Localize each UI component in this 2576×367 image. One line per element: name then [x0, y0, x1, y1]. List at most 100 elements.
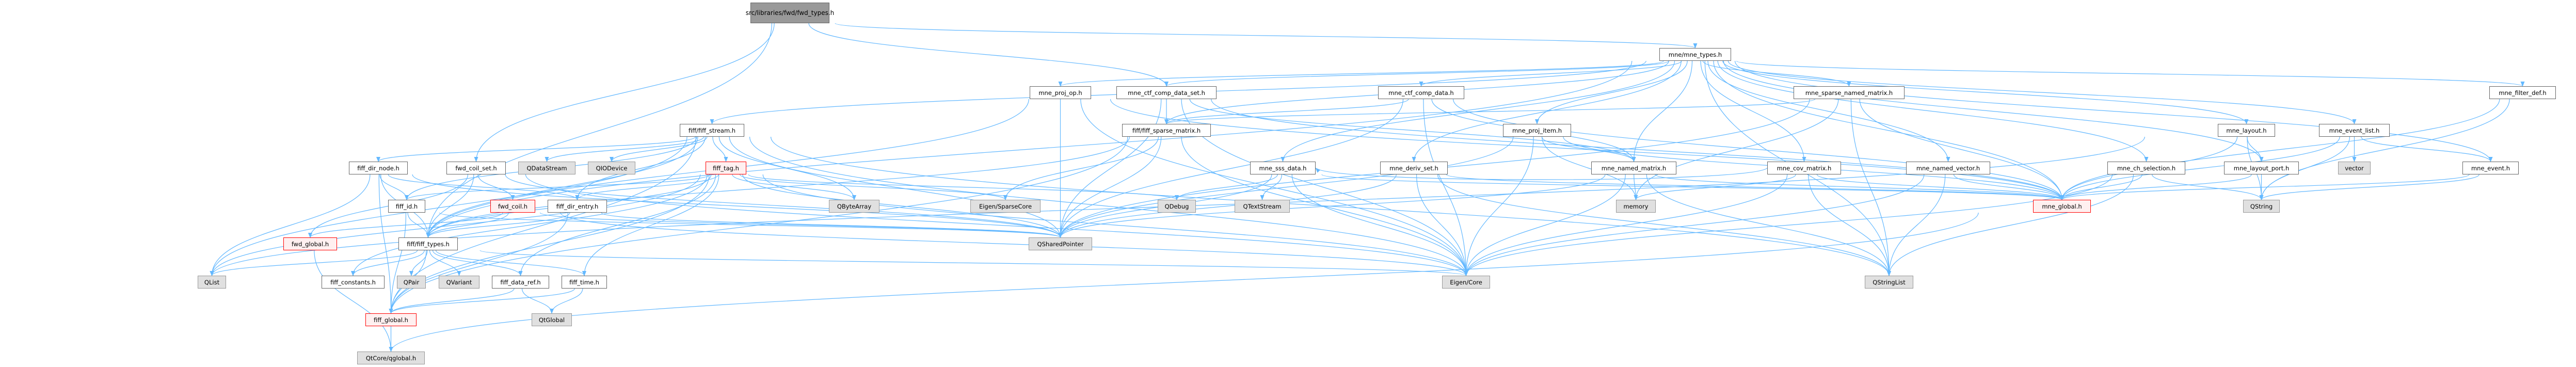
edge-fwd_types-to-mne_ctf_comp_data_set: [808, 23, 1169, 87]
graph-node-mne-proj-op[interactable]: mne_proj_op.h: [1030, 86, 1091, 99]
graph-node-fiff-time[interactable]: fiff_time.h: [562, 276, 607, 289]
edge-mne_proj_item-to-QSharedPointer: [1058, 136, 1514, 238]
edge-fiff_sparse_matrix-to-QSharedPointer: [1058, 136, 1162, 238]
edge-fiff_tag-to-fiff_constants: [351, 174, 708, 276]
graph-node-fiff-id[interactable]: fiff_id.h: [388, 200, 425, 213]
graph-node-mne-sss-data[interactable]: mne_sss_data.h: [1250, 162, 1316, 174]
edge-mne_named_matrix-to-mne_global: [1655, 174, 2064, 200]
graph-node-fiff-global[interactable]: fiff_global.h: [365, 313, 417, 326]
graph-node-fiff-dir-node[interactable]: fiff_dir_node.h: [349, 162, 408, 174]
edge-mne_ctf_comp_data-to-fiff_sparse_matrix: [1164, 99, 1409, 124]
graph-node-qtextstream[interactable]: QTextStream: [1235, 200, 1290, 213]
edge-mne_cov_matrix-to-mne_sss_data: [1315, 167, 1768, 180]
edge-fiff_tag-to-Eigen_Core: [762, 174, 1468, 276]
graph-node-mne-deriv-set[interactable]: mne_deriv_set.h: [1380, 162, 1448, 174]
edge-mne_proj_item-to-mne_named_matrix: [1541, 136, 1636, 162]
graph-node-qvariant[interactable]: QVariant: [439, 276, 479, 289]
edge-mne_event_list-to-mne_event: [2361, 136, 2493, 162]
graph-node-qtcore-qglobal[interactable]: QtCore/qglobal.h: [357, 352, 425, 364]
graph-node-fiff-tag[interactable]: fiff_tag.h: [706, 162, 746, 174]
edge-fiff_tag-to-fiff_time: [582, 174, 719, 276]
graph-node-qlist[interactable]: QList: [198, 276, 226, 289]
edge-mne_types-to-mne_sss_data: [1281, 60, 1675, 162]
graph-node-eigen-core[interactable]: Eigen/Core: [1442, 276, 1490, 289]
graph-node-mne-event[interactable]: mne_event.h: [2462, 162, 2519, 174]
graph-node-mne-layout-port[interactable]: mne_layout_port.h: [2224, 162, 2299, 174]
graph-node-qdebug[interactable]: QDebug: [1158, 200, 1196, 213]
edge-mne_types-to-mne_event_list: [1727, 60, 2357, 124]
graph-node-mne-ctf-comp-data-set[interactable]: mne_ctf_comp_data_set.h: [1116, 86, 1217, 99]
edge-mne_named_matrix-to-memory: [1634, 174, 1638, 200]
graph-node-qiodevice[interactable]: QIODevice: [588, 162, 635, 174]
edge-fwd_coil_set-to-fwd_coil: [477, 174, 515, 200]
graph-node-qdatastream[interactable]: QDataStream: [518, 162, 575, 174]
edge-mne_proj_item-to-Eigen_Core: [1464, 136, 1534, 276]
graph-node-mne-cov-matrix[interactable]: mne_cov_matrix.h: [1767, 162, 1841, 174]
graph-node-vector[interactable]: vector: [2338, 162, 2371, 174]
graph-node-mne-ch-selection[interactable]: mne_ch_selection.h: [2107, 162, 2185, 174]
edge-fiff_data_ref-to-QtGlobal: [521, 288, 554, 314]
edge-fiff_types-to-QPair: [409, 250, 428, 276]
edge-fiff_types-to-fiff_constants: [351, 250, 425, 276]
graph-node-mne-proj-item[interactable]: mne_proj_item.h: [1503, 124, 1571, 137]
edge-mne_ctf_comp_data-to-Eigen_Core: [1423, 99, 1468, 276]
edge-mne_types-to-mne_event: [1734, 60, 2493, 162]
edge-fiff_types-to-QVariant: [429, 250, 461, 276]
graph-node-fwd-coil[interactable]: fwd_coil.h: [490, 200, 535, 213]
edge-mne_named_vector-to-Eigen_Core: [1464, 174, 1925, 276]
graph-node-mne-filter-def[interactable]: mne_filter_def.h: [2489, 86, 2556, 99]
graph-node-fiff-sparse-matrix[interactable]: fiff/fiff_sparse_matrix.h: [1122, 124, 1211, 137]
edge-fwd_coil_set-to-Eigen_Core: [525, 174, 1468, 276]
edge-mne_deriv_set-to-Eigen_Core: [1416, 174, 1468, 276]
graph-node-qstring[interactable]: QString: [2243, 200, 2280, 213]
edge-fiff_stream-to-fiff_dir_node: [376, 136, 696, 162]
graph-node-mne-named-matrix[interactable]: mne_named_matrix.h: [1591, 162, 1676, 174]
graph-node-mne-sparse-named-matrix[interactable]: mne_sparse_named_matrix.h: [1794, 86, 1905, 99]
edge-mne_ctf_comp_data_set-to-mne_named_matrix: [1189, 99, 1636, 162]
edge-fiff_stream-to-Eigen_Core: [749, 136, 1468, 276]
graph-node-eigen-sparsecore[interactable]: Eigen/SparseCore: [970, 200, 1041, 213]
graph-node-qtglobal[interactable]: QtGlobal: [532, 313, 572, 326]
edge-fiff_time-to-fiff_global: [389, 288, 575, 314]
edge-fiff_tag-to-QByteArray: [732, 174, 856, 200]
edge-mne_types-to-mne_filter_def: [1736, 60, 2524, 87]
graph-node-mne-named-vector[interactable]: mne_named_vector.h: [1906, 162, 1990, 174]
edge-mne_ch_selection-to-QStringList: [1887, 174, 2134, 276]
edge-mne_types-to-mne_named_matrix: [1631, 60, 1693, 162]
edge-fiff_types-to-QList: [210, 250, 418, 276]
edge-mne_sss_data-to-Eigen_Core: [1291, 174, 1468, 276]
graph-node-qstringlist[interactable]: QStringList: [1865, 276, 1913, 289]
edge-mne_sparse_named_matrix-to-mne_global: [1859, 99, 2064, 200]
graph-node-mne-event-list[interactable]: mne_event_list.h: [2319, 124, 2390, 137]
edge-mne_deriv_set-to-QStringList: [1437, 174, 1891, 276]
edge-fwd_coil-to-fiff_types: [426, 212, 509, 238]
graph-node-qsharedpointer[interactable]: QSharedPointer: [1029, 237, 1092, 250]
edge-mne_named_matrix-to-QSharedPointer: [1058, 174, 1606, 238]
edge-mne_ch_selection-to-QString: [2152, 174, 2264, 200]
graph-node-fiff-types[interactable]: fiff/fiff_types.h: [398, 237, 458, 250]
edge-fiff_tag-to-QSharedPointer: [742, 174, 1063, 238]
graph-node-fiff-stream[interactable]: fiff/fiff_stream.h: [680, 124, 744, 137]
edge-mne_types-to-mne_deriv_set: [1412, 60, 1682, 162]
graph-node-fiff-dir-entry[interactable]: fiff_dir_entry.h: [548, 200, 607, 213]
graph-node-fwd-types[interactable]: src/libraries/fwd/fwd_types.h: [746, 3, 834, 23]
graph-node-fiff-constants[interactable]: fiff_constants.h: [322, 276, 385, 289]
graph-node-mne-layout[interactable]: mne_layout.h: [2218, 124, 2275, 137]
graph-node-fiff-data-ref[interactable]: fiff_data_ref.h: [492, 276, 549, 289]
edge-mne_deriv_set-to-QSharedPointer: [1058, 174, 1397, 238]
edge-mne_event-to-QString: [2259, 174, 2479, 200]
graph-node-fwd-coil-set[interactable]: fwd_coil_set.h: [446, 162, 506, 174]
graph-node-memory[interactable]: memory: [1616, 200, 1656, 213]
graph-node-qpair[interactable]: QPair: [397, 276, 426, 289]
edge-fiff_tag-to-fiff_id: [405, 174, 711, 200]
graph-node-fwd-global[interactable]: fwd_global.h: [283, 237, 337, 250]
graph-node-mne-ctf-comp-data[interactable]: mne_ctf_comp_data.h: [1378, 86, 1464, 99]
graph-node-mne-global[interactable]: mne_global.h: [2033, 200, 2091, 213]
graph-node-qbytearray[interactable]: QByteArray: [829, 200, 879, 213]
edge-mne_layout-to-mne_layout_port: [2247, 136, 2264, 162]
edge-fiff_types-to-fiff_time: [436, 250, 586, 276]
graph-node-mne-types[interactable]: mne/mne_types.h: [1659, 48, 1731, 61]
edge-fiff_stream-to-QList: [210, 136, 687, 276]
edge-mne_named_vector-to-QStringList: [1887, 174, 1946, 276]
